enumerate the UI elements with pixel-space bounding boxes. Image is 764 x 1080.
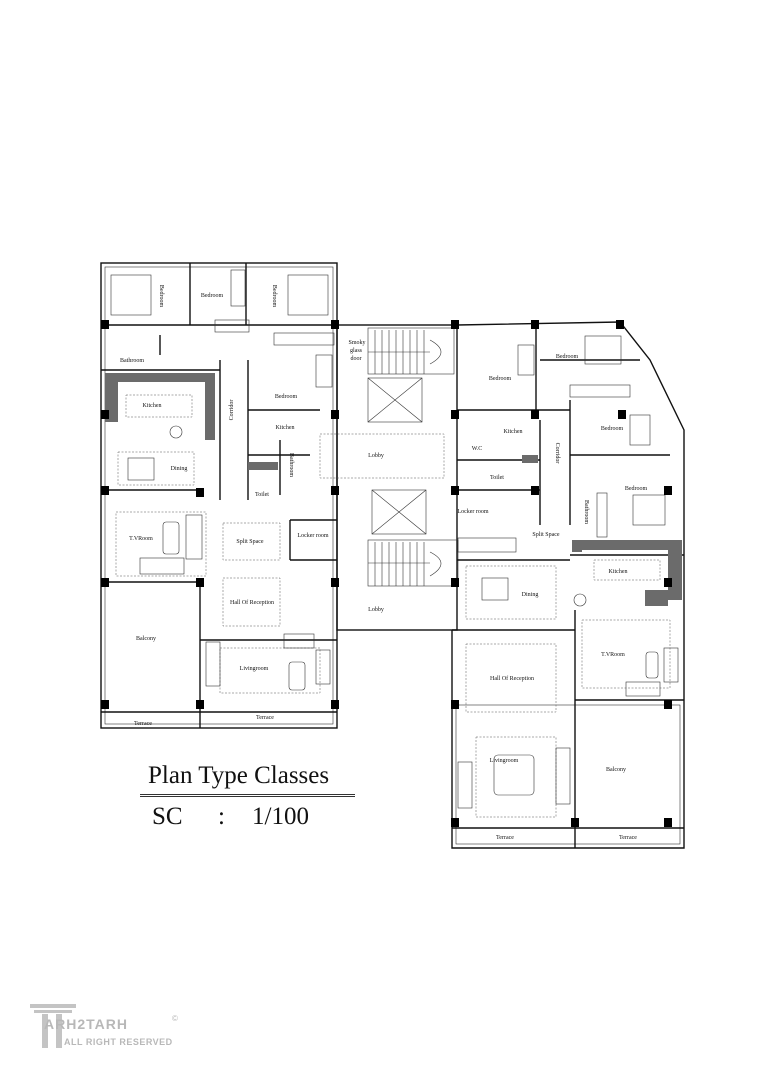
scale-value: 1/100: [252, 803, 309, 830]
label-kitchen-right: Kitchen: [609, 569, 628, 575]
label-wc: W.C: [472, 446, 483, 452]
label-hall-reception-left: Hall Of Reception: [230, 599, 274, 606]
label-bathroom-left: Bathroom: [120, 358, 144, 364]
label-dining-right: Dining: [522, 592, 539, 598]
label-locker-room-left: Locker room: [297, 533, 328, 539]
plan-title: Plan Type Classes: [148, 762, 330, 789]
watermark-subtitle: ALL RIGHT RESERVED: [64, 1037, 173, 1047]
label-corridor-left: Corridor: [229, 400, 235, 421]
label-bathroom-right: Bathroom: [583, 500, 589, 524]
label-kitchen-mid: Kitchen: [504, 429, 523, 435]
label-terrace-right-a: Terrace: [496, 835, 514, 841]
scale-prefix: SC: [152, 803, 183, 830]
watermark-name: ARH2TARH: [44, 1016, 128, 1032]
label-lobby-top: Lobby: [368, 453, 384, 459]
label-tv-room-right: T.VRoom: [601, 652, 625, 658]
scale-separator: :: [218, 803, 225, 830]
label-livingroom-right: Livingroom: [490, 758, 519, 764]
label-balcony-left: Balcony: [136, 636, 156, 642]
label-smoky-1: Smoky: [348, 340, 365, 346]
label-bedroom-r1: Bedroom: [489, 376, 512, 382]
kitchen-counters: [105, 373, 682, 606]
label-smoky-2: glass: [350, 348, 363, 354]
watermark-copyright: ©: [172, 1014, 178, 1023]
watermark-logo-icon: [30, 1004, 76, 1048]
label-toilet-left: Toilet: [255, 492, 269, 498]
label-locker-room-mid: Locker room: [457, 509, 488, 515]
label-split-space-right: Split Space: [532, 532, 560, 538]
label-smoky-3: door: [351, 356, 362, 362]
label-balcony-right: Balcony: [606, 767, 626, 773]
label-bedroom-b: Bedroom: [201, 293, 224, 299]
label-terrace-right-b: Terrace: [619, 835, 637, 841]
label-lobby-bottom: Lobby: [368, 607, 384, 613]
core-walls: [319, 324, 459, 631]
label-bathroom-mid: Bathroom: [288, 453, 294, 477]
label-bedroom-r3: Bedroom: [601, 426, 624, 432]
label-bedroom-c: Bedroom: [271, 285, 277, 308]
right-unit-walls: [451, 321, 685, 849]
scale-note: SC:1/100: [152, 803, 309, 831]
label-livingroom-left: Livingroom: [240, 666, 269, 672]
label-corridor-right: Corridor: [554, 443, 560, 464]
label-terrace-left-b: Terrace: [256, 715, 274, 721]
title-underline: [140, 794, 355, 797]
label-split-space-left: Split Space: [236, 539, 264, 545]
label-bedroom-r4: Bedroom: [625, 486, 648, 492]
room-labels: Bedroom Bedroom Bedroom Bathroom Kitchen…: [120, 285, 647, 841]
label-kitchen-small-left: Kitchen: [276, 425, 295, 431]
label-toilet-right: Toilet: [490, 475, 504, 481]
label-bedroom-a: Bedroom: [158, 285, 164, 308]
label-dining-left: Dining: [171, 466, 188, 472]
label-bedroom-r2: Bedroom: [556, 354, 579, 360]
label-bedroom-mid: Bedroom: [275, 394, 298, 400]
structural-columns: [101, 320, 672, 827]
furniture: [110, 269, 679, 818]
label-hall-reception-right: Hall Of Reception: [490, 675, 534, 682]
label-kitchen-left: Kitchen: [143, 403, 162, 409]
label-terrace-left-a: Terrace: [134, 721, 152, 727]
label-tv-room-left: T.VRoom: [129, 536, 153, 542]
